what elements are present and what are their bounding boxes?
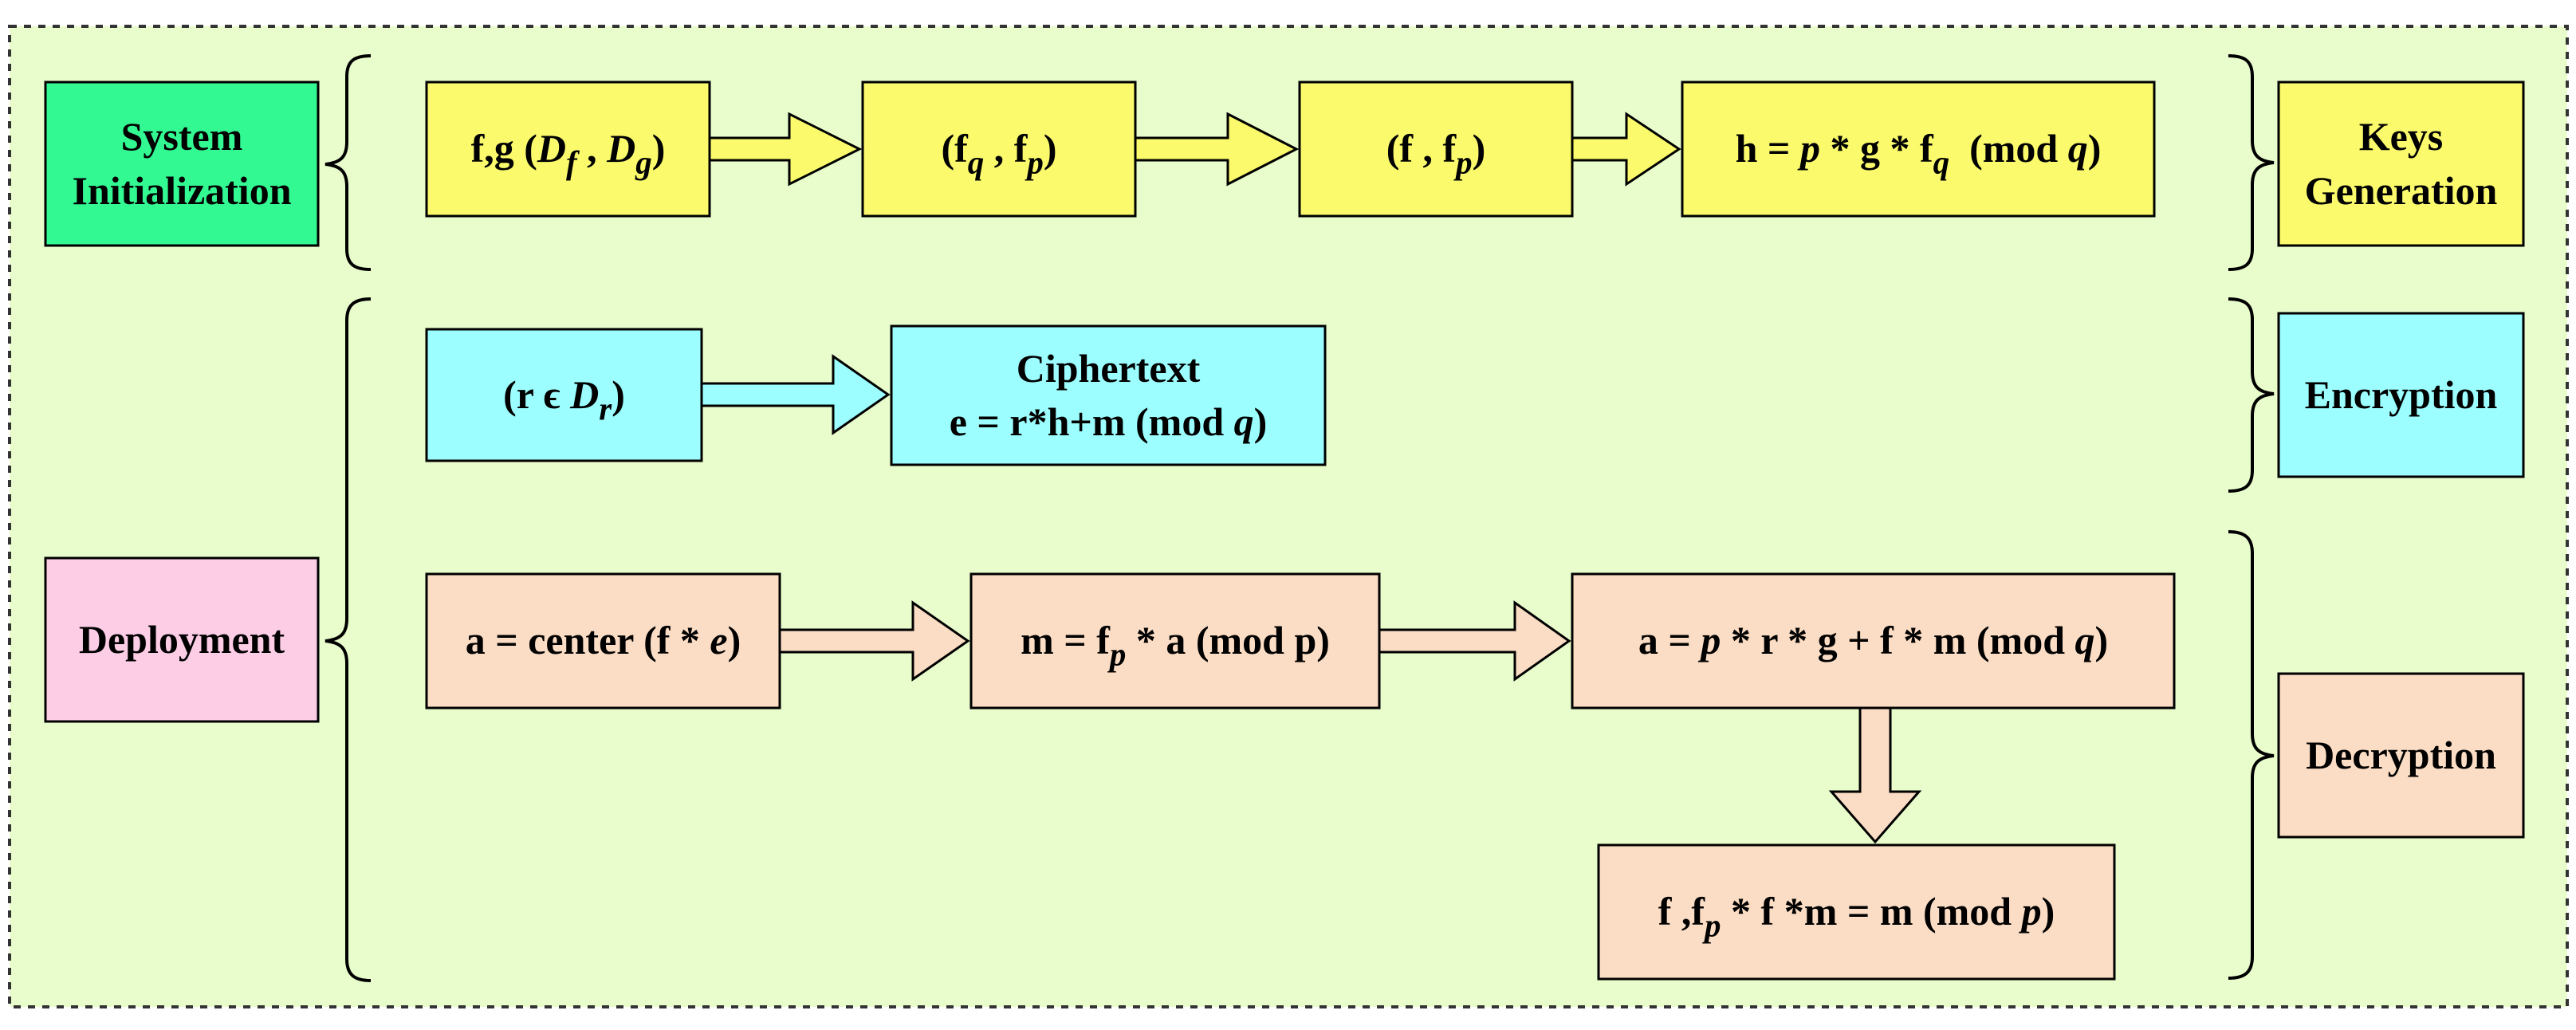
keys-gen-line1: Keys <box>2358 114 2444 159</box>
deployment-label: Deployment <box>45 558 318 721</box>
brace-encrypt <box>2228 297 2275 493</box>
ciphertext-label: Ciphertext e = r*h+m (mod q) <box>891 326 1325 465</box>
keygen-step1-box <box>425 81 711 218</box>
deployment-text: Deployment <box>78 616 285 662</box>
system-init-line2: Initialization <box>72 167 292 213</box>
decrypt-step3-label: a = p * r * g + f * m (mod q) <box>1638 618 2109 663</box>
keygen-step3-label: (f , fp) <box>1386 126 1486 181</box>
keygen-step4-label: h = p * g * fq (mod q) <box>1735 126 2102 181</box>
ciphertext-title: Ciphertext <box>1016 345 1201 391</box>
arrow-decrypt-2 <box>1378 600 1571 682</box>
encryption-box <box>2277 312 2525 478</box>
decryption-label: Decryption <box>2279 674 2523 837</box>
keys-gen-line2: Generation <box>2304 167 2498 213</box>
r-box-label: (r ϵ Dr) <box>503 372 625 427</box>
brace-keys <box>2228 54 2275 271</box>
arrow-decrypt-3 <box>1828 706 1922 844</box>
encryption-text: Encryption <box>2304 372 2498 417</box>
decrypt-step1-label: a = center (f * e) <box>465 618 741 663</box>
decryption-box <box>2277 672 2525 839</box>
arrow-keygen-2 <box>1134 112 1300 187</box>
keys-gen-label: Keys Generation <box>2279 82 2523 246</box>
keygen-step4-box <box>1681 81 2156 218</box>
decrypt-step3-box <box>1571 572 2176 710</box>
ciphertext-formula: e = r*h+m (mod q) <box>949 399 1268 444</box>
arrow-decrypt-1 <box>778 600 970 682</box>
decryption-text: Decryption <box>2306 732 2496 777</box>
brace-deploy <box>324 297 372 982</box>
decrypt-step2-box <box>969 572 1381 710</box>
system-init-line1: System <box>120 114 243 159</box>
arrow-keygen-1 <box>708 112 863 187</box>
decrypt-step2-label: m = fp * a (mod p) <box>1021 618 1330 673</box>
ciphertext-box <box>890 324 1327 466</box>
decrypt-step4-box <box>1597 843 2116 981</box>
encryption-label: Encryption <box>2279 313 2523 477</box>
system-init-label: System Initialization <box>45 82 318 246</box>
r-box <box>425 328 703 462</box>
system-init-box <box>44 81 320 247</box>
background-panel <box>8 25 2569 1008</box>
keygen-step2-label: (fq , fp) <box>941 126 1057 181</box>
brace-decrypt <box>2228 530 2275 980</box>
keygen-step1-label: f,g (Df , Dg) <box>470 126 666 181</box>
arrow-encrypt <box>700 354 891 435</box>
deployment-box <box>44 556 320 723</box>
arrow-keygen-3 <box>1571 112 1681 187</box>
keygen-step2-box <box>861 81 1137 218</box>
keys-gen-box <box>2277 81 2525 247</box>
decrypt-step4-label: f ,fp * f *m = m (mod p) <box>1658 889 2055 944</box>
brace-init <box>324 54 372 271</box>
